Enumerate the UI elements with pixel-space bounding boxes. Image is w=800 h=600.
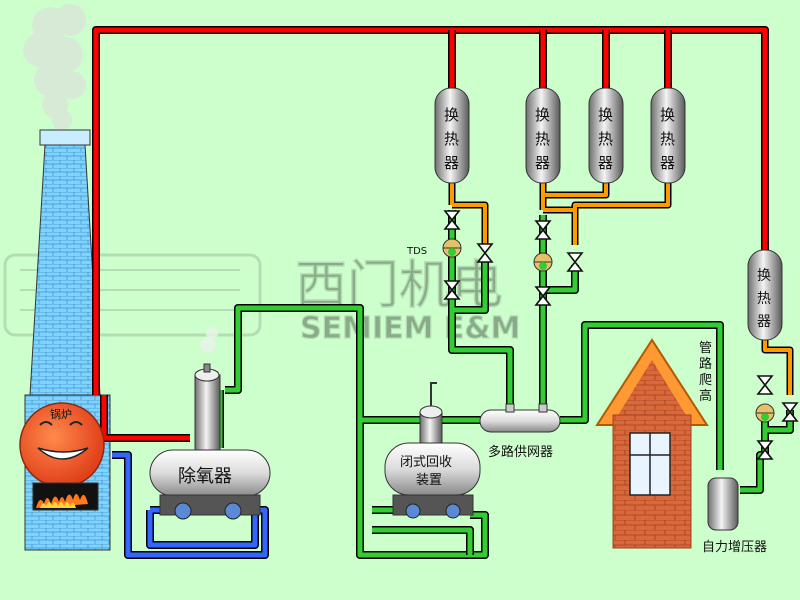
valve-icon xyxy=(534,286,552,306)
heat-exchanger: 换热器 xyxy=(434,87,470,184)
pipe-climb-char: 高 xyxy=(699,388,712,404)
heat-exchanger-char: 换 xyxy=(660,106,675,124)
heat-exchanger-char: 热 xyxy=(598,130,613,148)
closed-recovery-label-2: 装置 xyxy=(416,473,442,488)
traps xyxy=(442,238,775,423)
booster: 自力增压器 xyxy=(702,477,767,555)
valve-icon xyxy=(443,280,461,300)
trap-2 xyxy=(533,252,553,272)
deaerator: 除氧器 xyxy=(149,327,271,520)
booster-label: 自力增压器 xyxy=(702,540,767,555)
heat-exchanger-char: 换 xyxy=(444,106,459,124)
watermark-en: SEMIEM E&M xyxy=(300,311,520,346)
heat-exchanger-char: 热 xyxy=(444,130,459,148)
boiler-smile-icon xyxy=(37,447,89,460)
pump-icon xyxy=(224,502,242,520)
heat-exchanger: 换热器 xyxy=(747,249,783,341)
pump-icon xyxy=(405,503,421,519)
boiler-eyes-icon xyxy=(39,421,83,426)
heat-exchanger-char: 器 xyxy=(598,154,613,172)
heat-exchanger-char: 器 xyxy=(444,154,459,172)
valve-icon xyxy=(476,243,494,263)
smoke xyxy=(23,4,86,130)
heat-exchanger: 换热器 xyxy=(650,87,686,184)
heat-exchanger-char: 器 xyxy=(660,154,675,172)
heat-exchanger-char: 换 xyxy=(757,267,771,284)
manifold: 多路供网器 xyxy=(479,403,561,460)
heat-exchanger-char: 器 xyxy=(757,314,771,330)
trap-3 xyxy=(755,403,775,423)
heat-exchanger-char: 热 xyxy=(535,130,550,148)
heat-exchanger-char: 热 xyxy=(660,130,675,148)
pump-icon xyxy=(174,502,192,520)
boiler-label: 锅炉 xyxy=(50,408,72,421)
tds-label: TDS xyxy=(406,246,427,257)
heat-exchanger-char: 器 xyxy=(535,154,550,172)
valve-icon xyxy=(443,210,461,230)
valves xyxy=(443,210,799,460)
valve-icon xyxy=(756,375,774,395)
heat-exchanger-char: 换 xyxy=(535,106,550,124)
pipe-climb-char: 爬 xyxy=(699,373,712,388)
condensate-pipes xyxy=(448,180,794,395)
valve-icon xyxy=(566,252,584,272)
valve-icon xyxy=(756,440,774,460)
closed-recovery-label-1: 闭式回收 xyxy=(400,455,452,470)
valve-icon xyxy=(781,402,799,422)
heat-exchanger-char: 热 xyxy=(757,291,771,307)
pipe-climb-char: 路 xyxy=(699,356,712,372)
house xyxy=(595,338,709,549)
heat-exchanger-char: 换 xyxy=(598,106,613,124)
trap-1 xyxy=(442,238,462,258)
valve-icon xyxy=(534,220,552,240)
deaerator-label: 除氧器 xyxy=(178,466,232,487)
pump-icon xyxy=(445,503,461,519)
closed-recovery-unit: 闭式回收 装置 xyxy=(384,382,481,519)
pipe-climb-char: 管 xyxy=(699,341,712,356)
manifold-label: 多路供网器 xyxy=(488,444,553,460)
water-pipes xyxy=(216,210,794,559)
boiler: 锅炉 xyxy=(19,402,105,511)
heat-exchanger: 换热器 xyxy=(588,87,624,184)
heat-exchanger: 换热器 xyxy=(525,87,561,184)
